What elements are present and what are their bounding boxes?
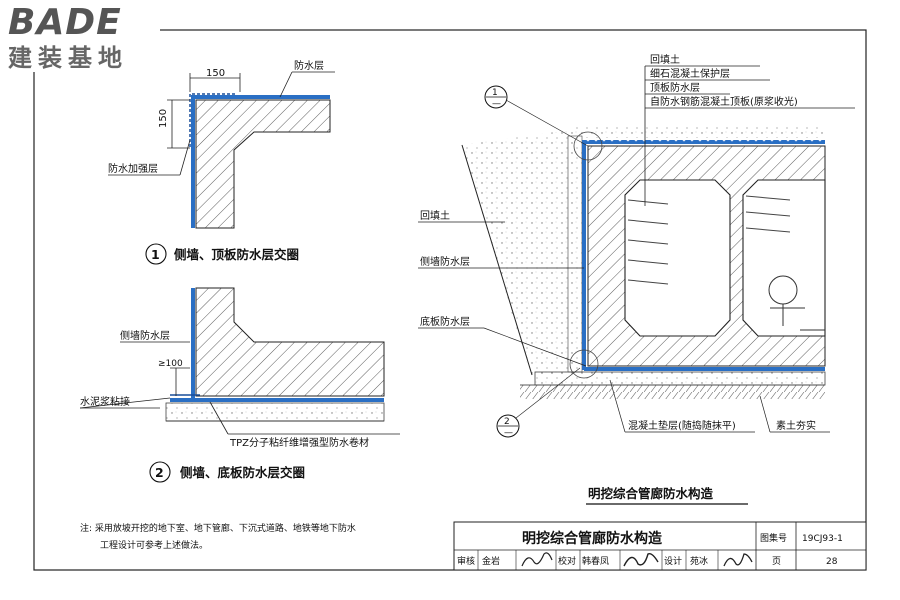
logo-brand: BADE (8, 2, 122, 43)
logo: BADE 建装基地 (0, 0, 160, 72)
main-label-bottom: 底板防水层 (420, 315, 470, 328)
note: 注: 采用放坡开挖的地下室、地下管廊、下沉式道路、地铁等地下防水 工程设计可参考… (80, 522, 356, 551)
main-caption: 明挖综合管廊防水构造 (588, 486, 714, 501)
logo-subtitle: 建装基地 (8, 44, 128, 72)
detail-1: 150 150 防水层 防水加强层 1 侧墙、顶板防水层交圈 (108, 59, 335, 265)
main-label-backfill-top: 回填土 (650, 53, 680, 66)
detail2-caption: 侧墙、底板防水层交圈 (180, 465, 305, 480)
design-signature (723, 553, 753, 567)
title-block-check-name: 韩春凤 (582, 555, 609, 567)
title-block-design-label: 设计 (664, 555, 682, 567)
title-block-page-no: 28 (826, 557, 838, 567)
detail1-dim-v: 150 (158, 109, 169, 128)
review-signature (521, 552, 553, 567)
main-callout-1: 1 (492, 88, 498, 98)
detail2-label-overlap: ≥100 (158, 359, 183, 369)
note-line2: 工程设计可参考上述做法。 (100, 539, 208, 551)
main-callout-1-sub: — (492, 99, 501, 109)
main-label-sidewall: 侧墙防水层 (420, 255, 470, 268)
detail2-label-side: 侧墙防水层 (120, 329, 170, 342)
detail-2: 侧墙防水层 ≥100 水泥浆粘接 TPZ分子粘纤维增强型防水卷材 2 侧墙、底板… (79, 287, 400, 483)
detail1-label-reinforce: 防水加强层 (108, 162, 158, 175)
title-block-check-label: 校对 (558, 555, 576, 567)
detail1-number-circle (145, 243, 167, 265)
title-block-title: 明挖综合管廊防水构造 (522, 530, 662, 547)
main-label-cushion: 混凝土垫层(随捣随抹平) (628, 419, 736, 432)
main-label-roof-membrane: 顶板防水层 (650, 81, 700, 94)
title-block-review-label: 审核 (457, 555, 475, 567)
detail1-label-membrane: 防水层 (294, 59, 324, 72)
title-block-page-label: 页 (772, 556, 781, 567)
detail2-label-mortar: 水泥浆粘接 (80, 395, 130, 408)
detail1-caption: 侧墙、顶板防水层交圈 (174, 247, 299, 262)
title-block-atlas-no: 19CJ93-1 (802, 534, 843, 544)
title-block: 明挖综合管廊防水构造 图集号 19CJ93-1 审核 金岩 校对 韩春凤 设计 … (453, 521, 867, 571)
main-label-protection: 细石混凝土保护层 (650, 67, 730, 80)
title-block-design-name: 苑冰 (690, 555, 708, 567)
check-signature (623, 552, 659, 567)
detail2-number: 2 (155, 465, 164, 480)
title-block-review-name: 金岩 (482, 555, 500, 567)
detail2-label-membrane: TPZ分子粘纤维增强型防水卷材 (229, 436, 369, 449)
note-line1: 注: 采用放坡开挖的地下室、地下管廊、下沉式道路、地铁等地下防水 (80, 522, 356, 534)
title-block-atlas-label: 图集号 (760, 532, 787, 544)
main-section: 1 — 2 — 回填土 细石混凝土保护层 顶板防水层 自防水钢筋混凝土顶板(原浆… (418, 53, 855, 505)
main-callout-2: 2 (504, 417, 510, 427)
detail2-number-circle (149, 461, 171, 483)
main-callout-2-sub: — (504, 428, 513, 438)
main-label-backfill: 回填土 (420, 209, 450, 222)
sheet-frame (33, 29, 867, 571)
main-label-roof-slab: 自防水钢筋混凝土顶板(原浆收光) (650, 95, 798, 108)
main-label-soil: 素土夯实 (776, 419, 816, 432)
detail1-dim-h: 150 (206, 68, 225, 79)
detail1-number: 1 (151, 247, 160, 262)
